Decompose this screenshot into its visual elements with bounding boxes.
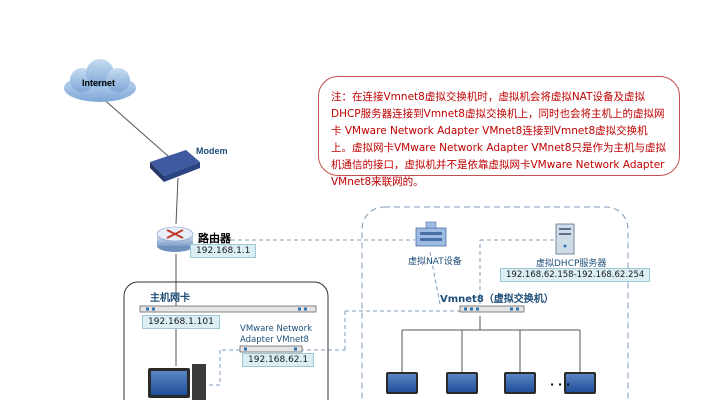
internet-label: Internet bbox=[82, 78, 116, 88]
dhcp-ip-range: 192.168.62.158-192.168.62.254 bbox=[500, 268, 651, 282]
vm-ellipsis: · · · bbox=[550, 378, 571, 391]
host-nic-icon bbox=[139, 305, 317, 313]
virtual-links bbox=[208, 239, 555, 386]
vm-pc-icon bbox=[386, 372, 418, 394]
vm-adapter-label-line1: VMware Network bbox=[240, 324, 313, 334]
nat-device-icon bbox=[415, 221, 447, 247]
vmnet8-zone bbox=[361, 206, 629, 400]
physical-links bbox=[99, 95, 581, 372]
vm-adapter-label-line2: Adapter VMnet8 bbox=[240, 335, 309, 345]
vmnet8-switch-icon bbox=[459, 305, 525, 313]
host-machine-box bbox=[123, 281, 329, 400]
vm-pc-icon bbox=[564, 372, 596, 394]
dhcp-server-icon bbox=[555, 223, 575, 255]
host-nic-label: 主机网卡 bbox=[150, 293, 190, 304]
internet-cloud-icon bbox=[64, 59, 136, 102]
vm-adapter-ip: 192.168.62.1 bbox=[242, 353, 315, 367]
modem-icon bbox=[150, 150, 200, 182]
modem-label: Modem bbox=[196, 146, 228, 156]
vmnet8-switch-label: Vmnet8（虚拟交换机） bbox=[440, 294, 554, 305]
nat-device-label: 虚拟NAT设备 bbox=[408, 257, 462, 267]
annotation-note: 注：在连接Vmnet8虚拟交换机时，虚拟机会将虚拟NAT设备及虚拟DHCP服务器… bbox=[318, 76, 680, 188]
annotation-note-text: 注：在连接Vmnet8虚拟交换机时，虚拟机会将虚拟NAT设备及虚拟DHCP服务器… bbox=[331, 91, 666, 188]
vm-pc-icon bbox=[504, 372, 536, 394]
router-icon bbox=[156, 226, 194, 252]
vmnet8-adapter-icon bbox=[239, 345, 303, 353]
router-ip: 192.168.1.1 bbox=[190, 244, 257, 258]
dhcp-server-label: 虚拟DHCP服务器 bbox=[536, 259, 607, 269]
router-label: 路由器 bbox=[198, 232, 231, 245]
host-nic-ip: 192.168.1.101 bbox=[142, 315, 220, 329]
vm-pc-icon bbox=[446, 372, 478, 394]
host-pc-icon bbox=[148, 364, 206, 400]
